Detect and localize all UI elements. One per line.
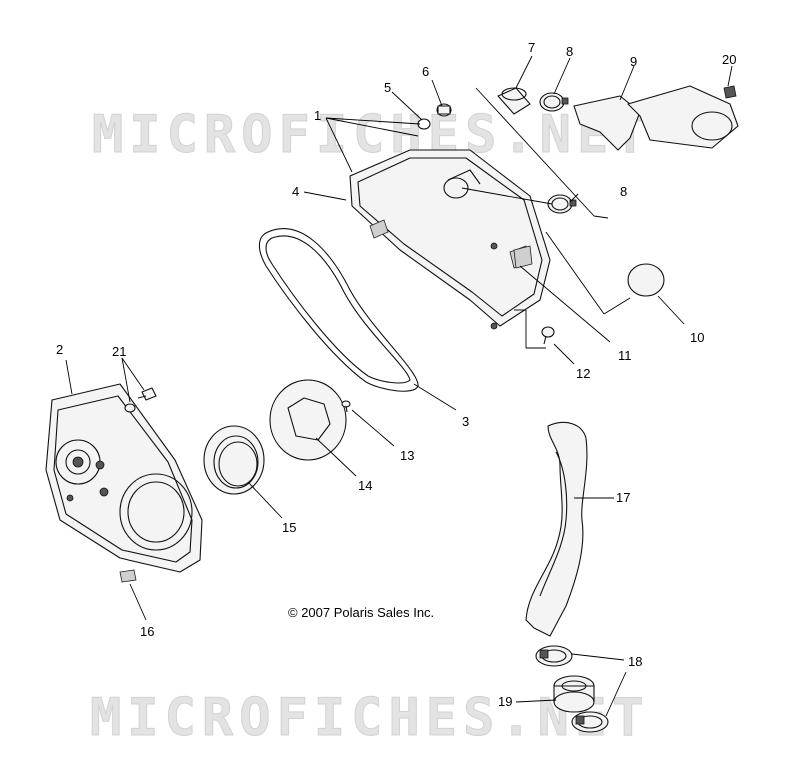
drive-belt	[258, 228, 419, 392]
callout-5: 5	[384, 80, 391, 95]
callout-18: 18	[628, 654, 642, 669]
callout-13: 13	[400, 448, 414, 463]
clip	[723, 85, 737, 99]
seal-pad	[513, 245, 533, 269]
intake-duct	[573, 85, 739, 151]
callout-11: 11	[618, 348, 632, 363]
hose-clamp-upper	[539, 92, 569, 112]
duct-adapter	[497, 87, 531, 115]
callout-8-middle: 8	[620, 184, 627, 199]
cover-seal	[203, 425, 265, 495]
callout-9: 9	[630, 54, 637, 69]
screw	[341, 400, 351, 413]
callout-12: 12	[576, 366, 590, 381]
callout-3: 3	[462, 414, 469, 429]
callout-20: 20	[722, 52, 736, 67]
bolt-and-washer	[124, 387, 157, 413]
copyright-notice: © 2007 Polaris Sales Inc.	[288, 605, 434, 620]
callout-2: 2	[56, 342, 63, 357]
hose-clamp-lower-2	[571, 711, 609, 733]
callout-17: 17	[616, 490, 630, 505]
watermark-top: MICROFICHES.NET	[92, 105, 652, 165]
intake-hose	[525, 421, 588, 637]
cover-screw	[541, 326, 555, 345]
callout-7: 7	[528, 40, 535, 55]
gasket	[627, 263, 665, 297]
label-decal	[119, 569, 137, 583]
cover-plate	[269, 379, 347, 461]
callout-1: 1	[314, 108, 321, 123]
callout-14: 14	[358, 478, 372, 493]
callout-10: 10	[690, 330, 704, 345]
callout-6: 6	[422, 64, 429, 79]
callout-19: 19	[498, 694, 512, 709]
hose-clamp-middle	[547, 194, 577, 214]
leader-lines	[65, 55, 733, 717]
callout-15: 15	[282, 520, 296, 535]
outer-clutch-cover	[349, 149, 551, 330]
watermark-bottom: MICROFICHES.NET	[90, 688, 650, 748]
callout-16: 16	[140, 624, 154, 639]
hose-clamp-lower-1	[535, 645, 573, 667]
callout-8-upper: 8	[566, 44, 573, 59]
inner-clutch-cover	[45, 383, 203, 573]
plug	[436, 103, 452, 117]
callout-4: 4	[292, 184, 299, 199]
callout-21: 21	[112, 344, 126, 359]
callout-labels: 1 2 3 4 5 6 7 8 8 9 10 11 12 13 14 15 16…	[56, 40, 736, 709]
hose-coupler	[553, 675, 595, 713]
